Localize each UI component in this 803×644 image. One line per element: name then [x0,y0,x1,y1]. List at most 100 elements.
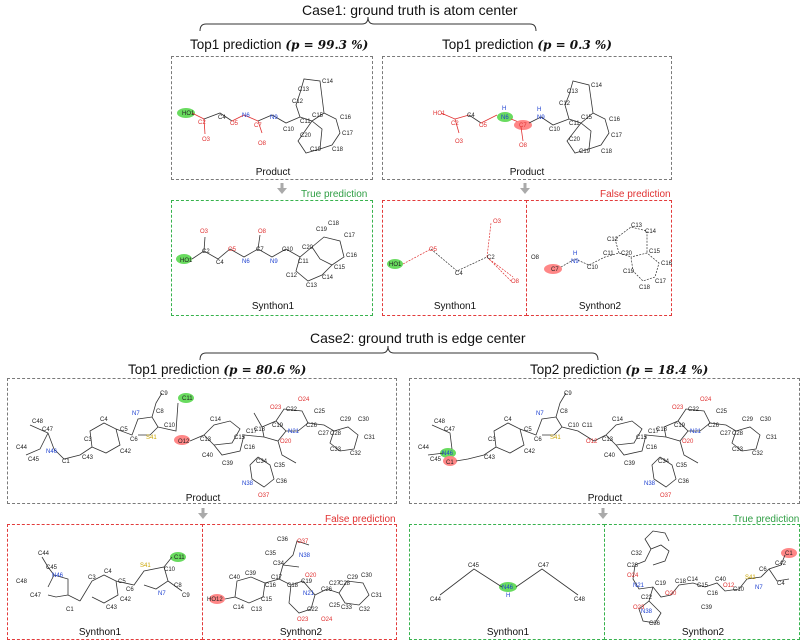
svg-text:C27: C27 [720,431,732,437]
svg-text:C16: C16 [244,445,256,451]
case2-left-synthon1-structure: C44 C45 N46 C48 C47 C1 C3 C4 C5 C42 C43 … [16,551,190,613]
svg-text:C16: C16 [646,445,658,451]
svg-text:O20: O20 [305,573,317,579]
svg-text:O8: O8 [511,279,520,285]
case1-right-product-structure: HO1 C2 O3 C4 O5 H N6 C7 O8 H N9 C10 C11 … [433,80,623,155]
svg-text:C31: C31 [364,435,376,441]
svg-text:C8: C8 [156,409,164,415]
svg-text:C16: C16 [609,117,621,123]
svg-text:N7: N7 [755,585,763,591]
svg-text:C43: C43 [106,605,118,611]
svg-text:N6: N6 [242,113,250,119]
svg-text:C14: C14 [687,577,699,583]
svg-text:C18: C18 [287,583,299,589]
svg-text:C7: C7 [519,123,527,129]
svg-text:C40: C40 [715,577,727,583]
svg-text:C4: C4 [104,569,112,575]
svg-text:C42: C42 [120,449,132,455]
svg-text:C32: C32 [752,451,764,457]
case2-left-title: Top1 prediction (p = 80.6 %) [128,362,306,377]
svg-text:C27: C27 [329,581,341,587]
svg-text:C48: C48 [574,597,586,603]
svg-text:N6: N6 [242,259,250,265]
svg-text:C36: C36 [678,479,690,485]
svg-text:O12: O12 [178,439,190,445]
svg-text:C13: C13 [306,283,318,289]
svg-text:C13: C13 [631,223,643,229]
case2-right-verdict: True prediction [733,514,800,525]
case2-left-synthon2-box: HO12 C40 C39 C14 C13 C15 C16 C17 C34 C35… [202,524,397,640]
svg-text:C19: C19 [301,579,313,585]
svg-text:C43: C43 [484,455,496,461]
svg-text:HO1: HO1 [182,111,195,117]
svg-text:C4: C4 [218,115,226,121]
svg-text:C17: C17 [648,429,660,435]
svg-text:C7: C7 [256,247,264,253]
svg-text:C40: C40 [202,453,214,459]
svg-text:C20: C20 [302,245,314,251]
svg-text:N38: N38 [299,553,311,559]
svg-text:O23: O23 [270,405,282,411]
svg-text:C13: C13 [200,437,212,443]
svg-text:O8: O8 [519,143,528,149]
svg-text:O20: O20 [665,591,677,597]
svg-text:C14: C14 [322,79,334,85]
svg-text:O5: O5 [228,247,237,253]
svg-text:C15: C15 [261,597,273,603]
svg-text:O20: O20 [280,439,292,445]
svg-text:C14: C14 [591,83,603,89]
case1-left-product-label: Product [255,167,291,178]
svg-text:N9: N9 [270,115,278,121]
svg-text:C22: C22 [641,595,653,601]
svg-text:N21: N21 [690,429,702,435]
svg-text:C10: C10 [568,423,580,429]
svg-text:O23: O23 [633,605,645,611]
case2-right-synthon1-structure: C44 C45 N46 H C47 C48 [430,563,586,603]
svg-text:O3: O3 [200,229,209,235]
svg-text:O24: O24 [321,617,333,623]
svg-text:C18: C18 [601,149,613,155]
svg-text:O8: O8 [258,229,267,235]
svg-text:C18: C18 [332,147,344,153]
case2-right-synthon1-label: Synthon1 [486,627,530,638]
svg-text:C11: C11 [174,555,185,561]
svg-text:C12: C12 [286,273,298,279]
svg-text:C13: C13 [251,607,263,613]
svg-text:N7: N7 [158,591,166,597]
svg-text:O23: O23 [297,617,309,623]
svg-text:C26: C26 [708,423,720,429]
case1-left-title: Top1 prediction (p = 99.3 %) [190,37,368,52]
case1-left-product-box: HO1 C2 O3 C4 O5 N6 C7 O8 N9 C10 C11 C12 … [171,56,373,180]
case2-right-synthon2-box: C32 C28 O24 N21 C22 O23 C19 O20 C18 C14 … [604,524,800,640]
svg-text:C9: C9 [564,391,572,397]
svg-text:C35: C35 [676,463,688,469]
svg-text:O5: O5 [479,123,488,129]
svg-text:S41: S41 [745,575,756,581]
svg-text:N6: N6 [501,115,509,121]
case2-left-verdict: False prediction [325,514,396,525]
svg-text:C6: C6 [126,587,134,593]
case2-right-title-text: Top2 prediction [530,362,622,377]
svg-text:C5: C5 [118,579,126,585]
svg-text:O12: O12 [723,583,735,589]
svg-text:C11: C11 [300,119,311,125]
svg-text:C34: C34 [273,561,285,567]
case1-right-synthon1-box: HO1 O5 C4 C2 O3 O8 Synthon1 [382,200,527,316]
svg-text:C30: C30 [358,417,370,423]
svg-text:N21: N21 [633,583,645,589]
svg-text:C15: C15 [697,583,709,589]
svg-text:C2: C2 [487,255,495,261]
svg-text:C3: C3 [88,575,96,581]
svg-text:C16: C16 [707,591,719,597]
svg-text:C35: C35 [274,463,286,469]
case1-right-product-label: Product [509,167,545,178]
svg-text:C18: C18 [675,579,687,585]
case1-right-synthon2-label: Synthon2 [578,301,622,312]
svg-text:C17: C17 [611,133,623,139]
case1-right-synthon1-structure: HO1 O5 C4 C2 O3 O8 [387,219,520,285]
svg-text:C16: C16 [346,253,358,259]
svg-text:C13: C13 [602,437,614,443]
svg-text:C10: C10 [164,423,176,429]
svg-text:C16: C16 [661,261,673,267]
svg-text:C15: C15 [334,265,346,271]
